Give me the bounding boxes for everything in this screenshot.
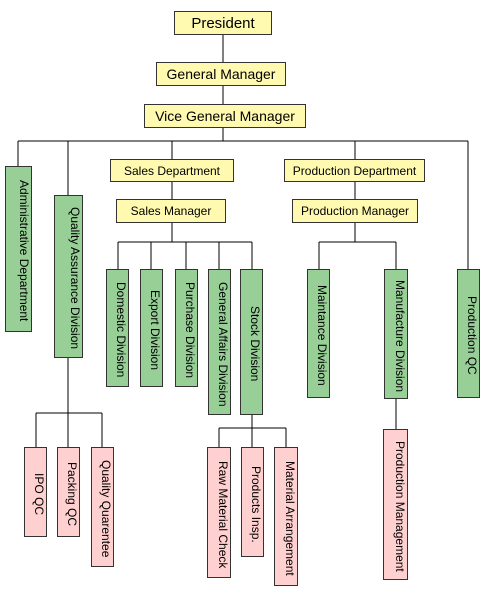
vice-general-manager-box: Vice General Manager [144, 104, 306, 128]
material-arrangement-box: Material Arrangement [274, 447, 298, 586]
manufacture-division-box: Manufacture Division [384, 269, 408, 399]
production-department-box: Production Department [284, 159, 425, 182]
administrative-department-box: Administrative Department [5, 166, 32, 332]
sales-department-box: Sales Department [110, 159, 234, 182]
maintance-division-box: Maintance Division [307, 269, 330, 398]
production-manager-box: Production Manager [292, 199, 418, 223]
packing-qc-box: Packing QC [57, 447, 80, 537]
domestic-division-box: Domestic Division [106, 269, 129, 387]
production-management-box: Production Management [383, 429, 408, 580]
purchase-division-box: Purchase Division [175, 269, 198, 387]
export-division-box: Export Division [140, 269, 163, 387]
sales-manager-box: Sales Manager [116, 199, 226, 223]
production-qc-box: Production QC [457, 269, 480, 398]
quality-assurance-division-box: Quality Assurance Division [54, 195, 83, 358]
stock-division-box: Stock Division [240, 269, 263, 415]
ipo-qc-box: IPO QC [24, 447, 47, 537]
general-manager-box: General Manager [156, 62, 286, 86]
raw-material-check-box: Raw Material Check [207, 447, 231, 578]
general-affairs-division-box: General Affairs Division [208, 269, 231, 415]
products-insp-box: Products Insp. [241, 447, 264, 557]
president-box: President [174, 11, 272, 35]
quality-quarentee-box: Quality Quarentee [91, 447, 114, 567]
